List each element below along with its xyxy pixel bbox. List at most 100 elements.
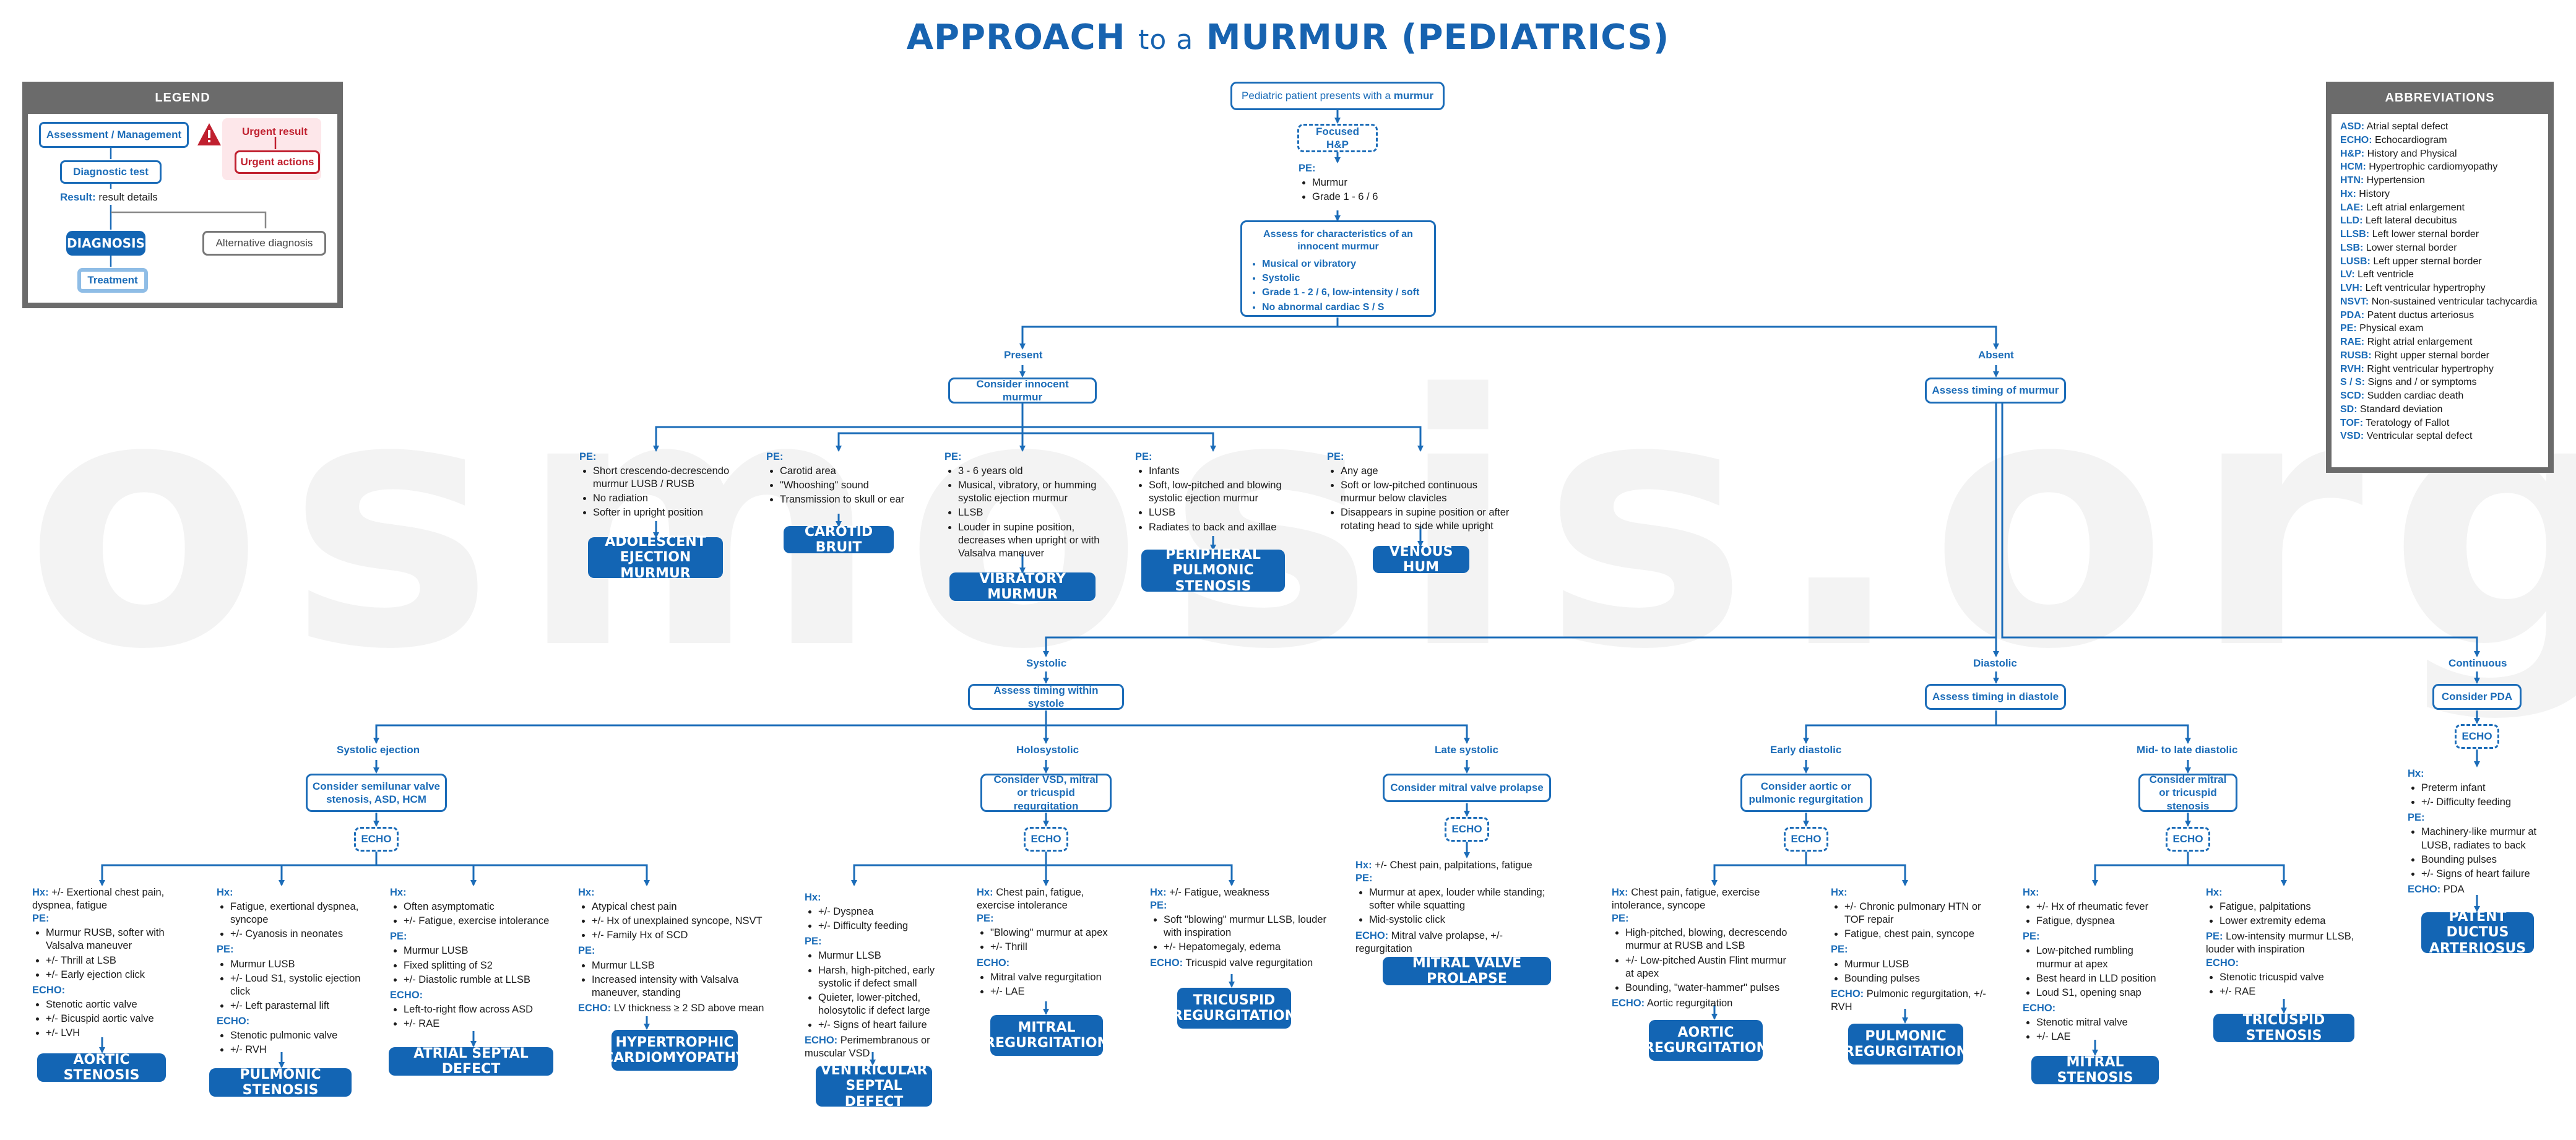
focused-hp-box: Focused H&P bbox=[1297, 124, 1378, 152]
pe-list: "Blowing" murmur at apex+/- Thrill bbox=[977, 926, 1120, 954]
assess-innocent-box: Assess for characteristics of an innocen… bbox=[1240, 220, 1436, 317]
pe-item: +/- Diastolic rumble at LLSB bbox=[404, 974, 563, 987]
hx-item: Atypical chest pain bbox=[592, 900, 782, 913]
echo-head: ECHO: bbox=[390, 989, 423, 1001]
pe-list: Murmur LUSB+/- Loud S1, systolic ejectio… bbox=[217, 958, 365, 1013]
hx-section: Hx: Chest pain, fatigue, exercise intole… bbox=[977, 886, 1120, 912]
hx-item: Often asymptomatic bbox=[404, 900, 563, 913]
abbreviation-row: LLSB: Left lower sternal border bbox=[2340, 228, 2539, 241]
pe-section: PE: bbox=[390, 930, 563, 943]
echo-item: +/- LAE bbox=[2036, 1030, 2163, 1043]
echo-list: Stenotic aortic valve+/- Bicuspid aortic… bbox=[32, 998, 175, 1040]
abbreviation-value: Left atrial enlargement bbox=[2366, 202, 2465, 213]
echo-box-late-systolic: ECHO bbox=[1445, 817, 1489, 842]
dx-venous-hum: VENOUS HUM bbox=[1373, 544, 1469, 575]
assess-innocent-item: No abnormal cardiac S / S bbox=[1262, 300, 1425, 314]
dx-adolescent-ejection-murmur: ADOLESCENT EJECTION MURMUR bbox=[588, 534, 723, 581]
finding: Musical, vibratory, or humming systolic … bbox=[958, 479, 1118, 505]
pe-section: PE: Low-intensity murmur LLSB, louder wi… bbox=[2206, 930, 2361, 956]
echo-section: ECHO: bbox=[217, 1015, 365, 1028]
echo-head: ECHO: bbox=[32, 984, 66, 996]
pe-section: PE: bbox=[2023, 930, 2163, 943]
finding: Any age bbox=[1341, 465, 1513, 478]
hx-section: Hx: bbox=[2023, 886, 2163, 899]
pe-head: PE: bbox=[217, 944, 234, 956]
pe-section: PE: bbox=[578, 944, 782, 957]
legend-urgent-result: Urgent result bbox=[242, 126, 308, 137]
pe-head: PE: bbox=[579, 451, 597, 462]
echo-item: +/- RVH bbox=[230, 1043, 365, 1056]
hx-section: Hx: +/- Exertional chest pain, dyspnea, … bbox=[32, 886, 175, 912]
abbreviation-row: ASD: Atrial septal defect bbox=[2340, 120, 2539, 134]
label-systolic-ejection: Systolic ejection bbox=[337, 744, 420, 756]
abbreviation-key: PDA: bbox=[2340, 309, 2365, 321]
hx-section: Hx: bbox=[2206, 886, 2361, 899]
pe-section: PE: bbox=[1831, 943, 1999, 956]
pe-item: Quieter, lower-pitched, holosytolic if d… bbox=[818, 991, 958, 1017]
start-box: Pediatric patient presents with a murmur bbox=[1230, 82, 1445, 110]
findings-list: 3 - 6 years old Musical, vibratory, or h… bbox=[944, 465, 1118, 560]
pe-item: Soft "blowing" murmur LLSB, louder with … bbox=[1164, 913, 1336, 939]
legend-urgent-actions: Urgent actions bbox=[235, 150, 320, 174]
echo-section: ECHO: PDA bbox=[2408, 883, 2550, 896]
abbreviation-value: Right atrial enlargement bbox=[2367, 337, 2473, 347]
finding: No radiation bbox=[593, 492, 740, 505]
abbreviation-row: SCD: Sudden cardiac death bbox=[2340, 389, 2539, 403]
dx-peripheral-pulmonic-stenosis: PERIPHERAL PULMONIC STENOSIS bbox=[1141, 547, 1285, 594]
top-pe-block: PE: Murmur Grade 1 - 6 / 6 bbox=[1299, 162, 1398, 206]
finding: LLSB bbox=[958, 506, 1118, 519]
pe-head: PE: bbox=[2408, 812, 2425, 824]
assess-innocent-list: Musical or vibratory Systolic Grade 1 - … bbox=[1251, 257, 1425, 314]
leaf-findings-tricuspid-stenosis: Hx:Fatigue, palpitationsLower extremity … bbox=[2206, 886, 2361, 1001]
hx-section: Hx: bbox=[217, 886, 365, 899]
echo-text: LV thickness ≥ 2 SD above mean bbox=[613, 1002, 764, 1014]
label-present: Present bbox=[1004, 349, 1043, 361]
abbreviation-key: PE: bbox=[2340, 323, 2357, 334]
legend-alternative: Alternative diagnosis bbox=[202, 231, 326, 256]
abbreviation-key: LVH: bbox=[2340, 283, 2363, 293]
findings-list: Any age Soft or low-pitched continuous m… bbox=[1327, 465, 1513, 533]
echo-text: Perimembranous or muscular VSD bbox=[805, 1035, 930, 1060]
hx-item: +/- Cyanosis in neonates bbox=[230, 928, 365, 941]
abbreviation-value: Teratology of Fallot bbox=[2366, 417, 2450, 428]
pe-item: Machinery-like murmur at LUSB, radiates … bbox=[2421, 826, 2550, 852]
pe-head: PE: bbox=[766, 451, 784, 462]
echo-section: ECHO: bbox=[390, 989, 563, 1002]
echo-item: Stenotic tricuspid valve bbox=[2219, 971, 2361, 984]
echo-item: +/- RAE bbox=[2219, 985, 2361, 998]
hx-item: Fatigue, chest pain, syncope bbox=[1844, 928, 1999, 941]
consider-semilunar-box: Consider semilunar valve stenosis, ASD, … bbox=[306, 774, 447, 812]
pe-item: Increased intensity with Valsalva maneuv… bbox=[592, 974, 782, 1000]
pe-head: PE: bbox=[2023, 931, 2040, 943]
echo-item: Stenotic mitral valve bbox=[2036, 1016, 2163, 1029]
dx-hypertrophic-cardiomyopathy: HYPERTROPHIC CARDIOMYOPATHY bbox=[603, 1030, 746, 1071]
top-pe-list: Murmur Grade 1 - 6 / 6 bbox=[1299, 176, 1398, 204]
abbreviation-value: Left lower sternal border bbox=[2372, 229, 2479, 240]
hx-item: +/- Hx of rheumatic fever bbox=[2036, 900, 2163, 913]
hx-head: Hx: bbox=[390, 887, 407, 898]
abbreviation-row: RAE: Right atrial enlargement bbox=[2340, 335, 2539, 349]
finding: Transmission to skull or ear bbox=[780, 493, 909, 506]
hx-head: Hx: bbox=[1355, 860, 1372, 871]
abbreviation-value: History bbox=[2359, 188, 2390, 199]
abbreviation-value: Ventricular septal defect bbox=[2366, 431, 2473, 442]
pe-item: +/- Signs of heart failure bbox=[818, 1019, 958, 1032]
finding: Short crescendo-decrescendo murmur LUSB … bbox=[593, 465, 740, 491]
legend-diagnosis: DIAGNOSIS bbox=[66, 231, 145, 256]
pe-head: PE: bbox=[32, 913, 50, 925]
pe-head: PE: bbox=[805, 936, 822, 948]
echo-text: Aortic regurgitation bbox=[1646, 997, 1733, 1009]
echo-box-early-diastolic: ECHO bbox=[1784, 827, 1828, 852]
abbreviation-row: LLD: Left lateral decubitus bbox=[2340, 214, 2539, 228]
hx-item: Fatigue, palpitations bbox=[2219, 900, 2361, 913]
abbreviation-value: Left ventricle bbox=[2358, 269, 2414, 280]
finding: Radiates to back and axillae bbox=[1149, 521, 1302, 534]
pe-item: Bounding, "water-hammer" pulses bbox=[1625, 982, 1797, 995]
finding: Disappears in supine position or after r… bbox=[1341, 506, 1513, 532]
abbreviation-value: Physical exam bbox=[2359, 323, 2424, 334]
innocent-findings-5: PE: Any age Soft or low-pitched continuo… bbox=[1327, 451, 1513, 535]
legend-assessment: Assessment / Management bbox=[39, 122, 189, 148]
abbreviation-row: VSD: Ventricular septal defect bbox=[2340, 430, 2539, 443]
hx-list: Atypical chest pain+/- Hx of unexplained… bbox=[578, 900, 782, 942]
label-absent: Absent bbox=[1978, 349, 2014, 361]
